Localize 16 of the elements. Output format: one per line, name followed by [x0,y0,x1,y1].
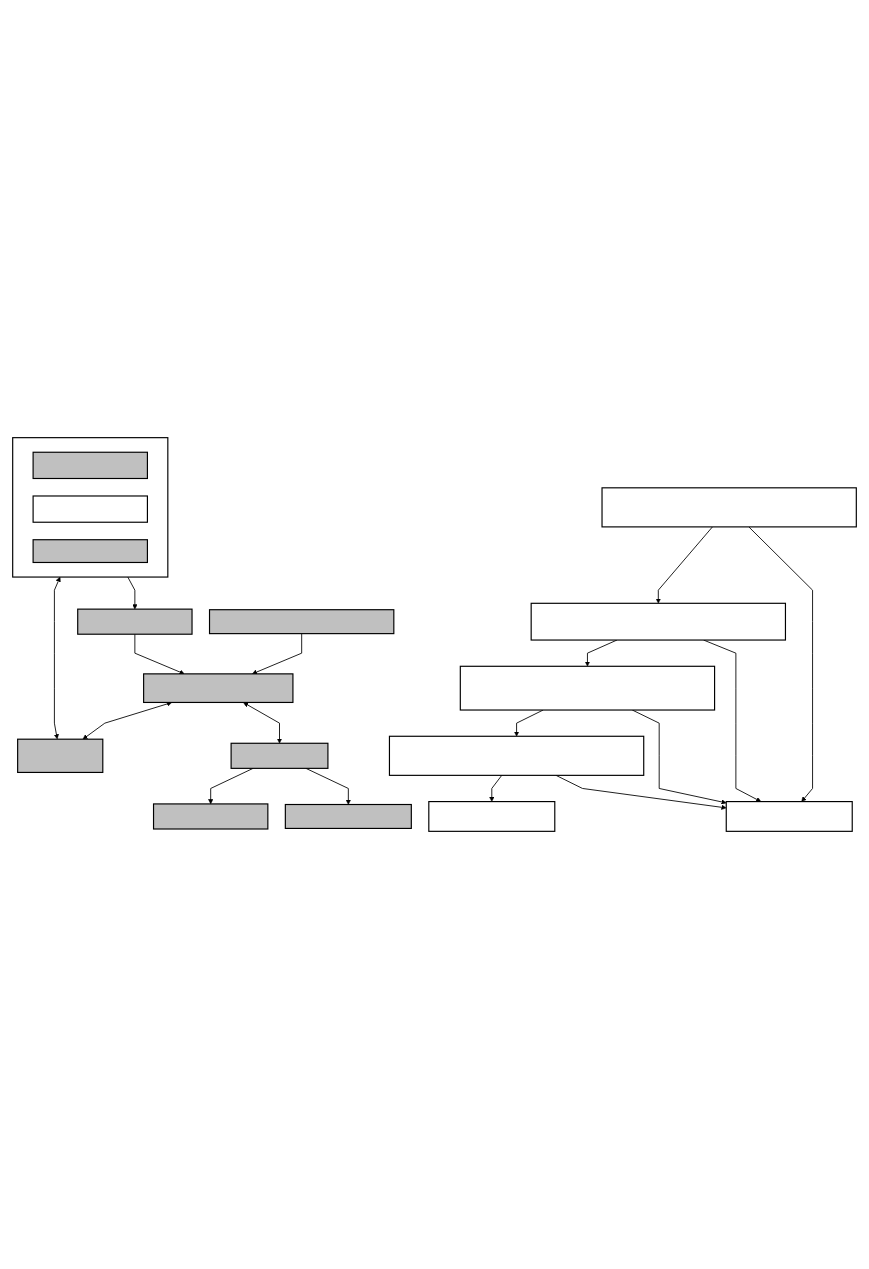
node-box [143,673,294,704]
node-box [459,665,716,711]
node-box [77,608,193,635]
node-box [725,801,853,832]
node-box [601,487,857,528]
node-box [530,602,787,641]
node-box [428,801,556,832]
node-box [32,451,148,480]
node-box [230,742,329,769]
node-box [208,609,395,635]
node-box [152,803,269,830]
node-box [32,495,148,523]
node-box [284,803,412,829]
node-box [32,539,148,564]
node-box [17,738,104,773]
node-box [388,735,645,776]
